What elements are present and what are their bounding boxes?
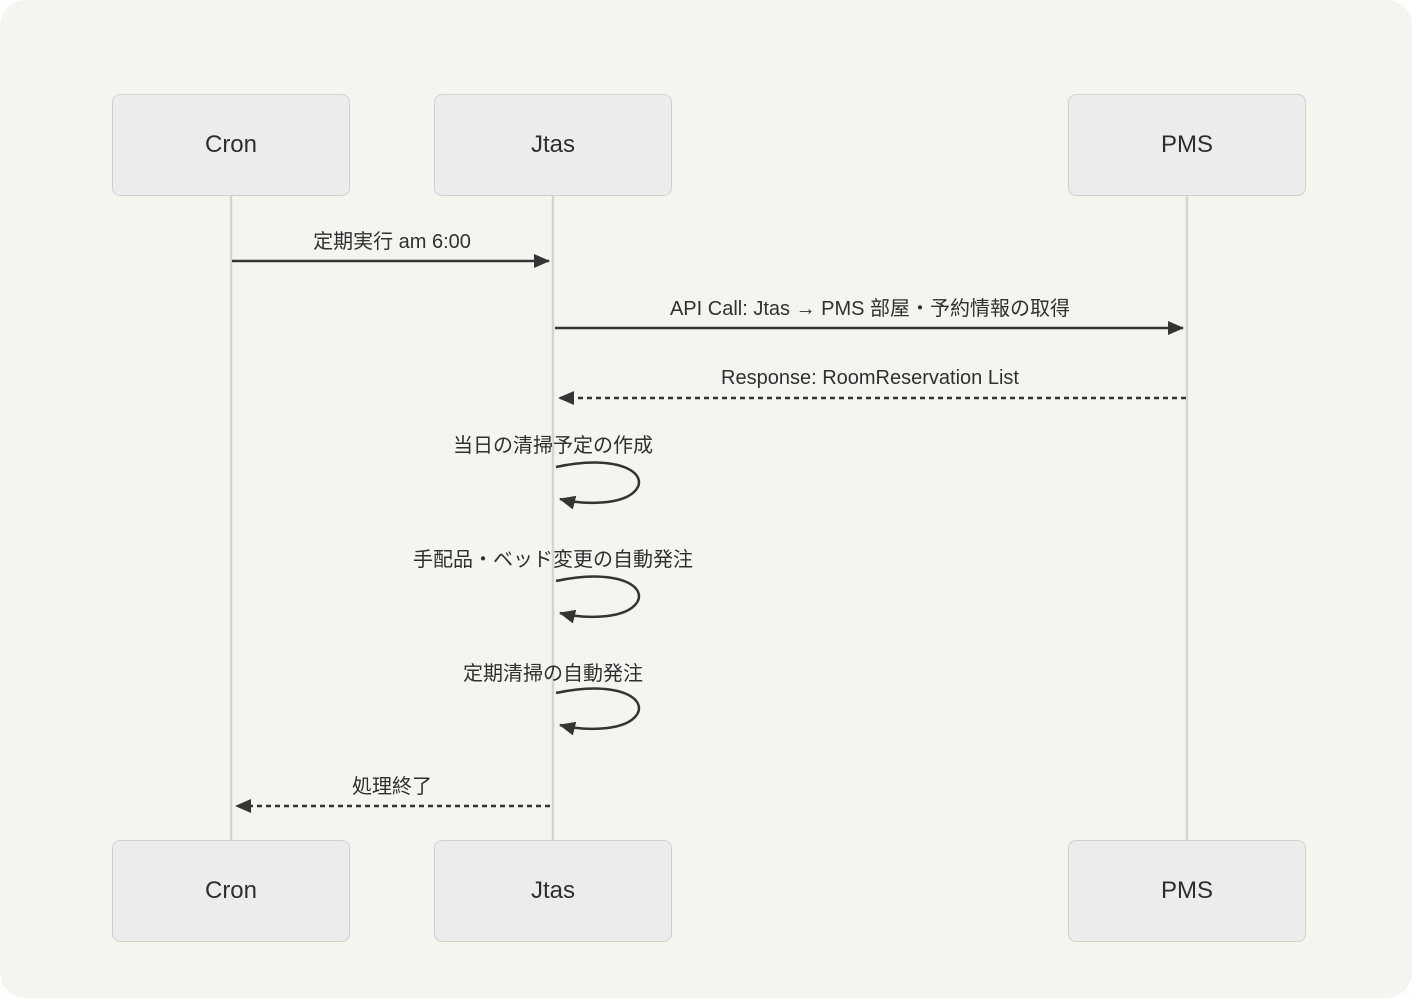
message-label-1: 定期実行 am 6:00 xyxy=(313,231,471,253)
self-loop-2 xyxy=(555,575,641,624)
message-label-2: API Call: Jtas → PMS 部屋・予約情報の取得 xyxy=(669,298,1071,320)
actor-cron-top: Cron xyxy=(112,94,350,196)
actor-jtas-bottom: Jtas xyxy=(434,840,672,942)
message-label-7: 処理終了 xyxy=(352,776,432,798)
message-label-5: 手配品・ベッド変更の自動発注 xyxy=(413,549,693,571)
self-loop-1 xyxy=(555,461,641,510)
actor-jtas-top-label: Jtas xyxy=(530,131,575,158)
actor-cron-bottom-label: Cron xyxy=(204,877,258,904)
message-label-3: Response: RoomReservation List xyxy=(721,367,1019,389)
actor-jtas-top: Jtas xyxy=(434,94,672,196)
actor-cron-top-label: Cron xyxy=(204,131,258,158)
actor-pms-bottom-label: PMS xyxy=(1160,877,1213,904)
message-label-6: 定期清掃の自動発注 xyxy=(463,663,643,685)
actor-cron-bottom: Cron xyxy=(112,840,350,942)
self-loop-3 xyxy=(555,687,641,736)
message-label-4: 当日の清掃予定の作成 xyxy=(453,435,653,457)
actor-jtas-bottom-label: Jtas xyxy=(530,877,575,904)
actor-pms-top-label: PMS xyxy=(1160,131,1213,158)
actor-pms-top: PMS xyxy=(1068,94,1306,196)
actor-pms-bottom: PMS xyxy=(1068,840,1306,942)
